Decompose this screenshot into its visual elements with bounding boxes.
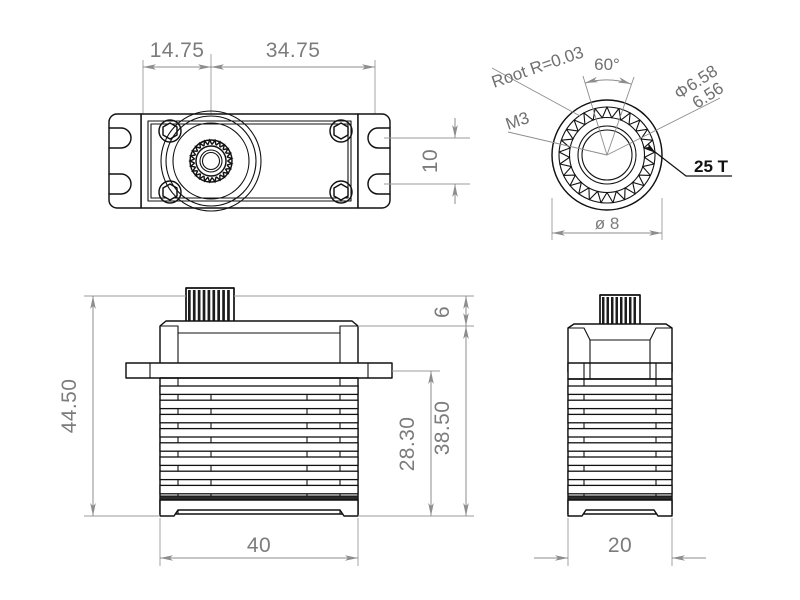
front-view-spline-shaft (185, 287, 235, 327)
output-spline-top (188, 138, 234, 184)
annotation-root-radius: Root R=0.03 (489, 43, 586, 92)
annotation-m3: M3 (503, 108, 532, 134)
side-view-mounting-flange (567, 362, 673, 380)
dimension-44-50: 44.50 (58, 379, 81, 434)
mounting-screw-bottom-left (158, 180, 182, 204)
side-view-spline-shaft (599, 294, 641, 329)
dimension-28-30: 28.30 (396, 417, 419, 472)
output-hub (160, 110, 262, 212)
front-view-overall-height-dimension: 44.50 (58, 295, 186, 517)
spline-diameter-dimension: ø 8 (551, 198, 663, 240)
annotation-teeth-group: 25 T (644, 142, 732, 177)
front-view-lower-case (159, 377, 359, 517)
front-view-spline-height-dimension: 6 (234, 295, 474, 327)
dimension-34-75: 34.75 (266, 39, 321, 62)
dimension-38-50: 38.50 (431, 401, 454, 456)
front-view-width-dimension: 40 (159, 518, 359, 566)
side-view-lower-case (567, 378, 673, 517)
annotation-60-degrees: 60° (594, 55, 620, 74)
front-view-group: 44.50 6 38.50 28.30 40 (58, 287, 474, 566)
dimension-40: 40 (247, 534, 271, 557)
spline-angle-annotation: 60° (582, 55, 635, 156)
mounting-screw-bottom-right (329, 180, 353, 204)
front-view-below-flange-dimension: 28.30 (392, 370, 440, 516)
front-view-case-height-dimension: 38.50 (358, 326, 474, 517)
annotation-25-teeth: 25 T (694, 157, 729, 176)
spline-detail-group: 60° Root R=0.03 M3 Φ 6.58 6.56 25 T (489, 43, 732, 240)
top-view-horizontal-dimensions: 14.75 34.75 (142, 39, 376, 150)
top-view-slot-dimension: 10 (384, 118, 470, 204)
dimension-14-75: 14.75 (150, 39, 205, 62)
top-view-housing (108, 110, 391, 212)
dimension-phi-8: ø 8 (595, 214, 620, 233)
side-view-group: 20 (534, 294, 706, 566)
mounting-screw-top-right (329, 119, 353, 143)
dimension-6: 6 (431, 306, 454, 318)
front-view-mounting-flange (125, 362, 393, 379)
top-view-group: 14.75 34.75 (108, 39, 470, 212)
annotation-root-radius-group: Root R=0.03 (489, 43, 586, 117)
dimension-10: 10 (419, 149, 442, 173)
side-view-depth-dimension: 20 (534, 518, 706, 566)
dimension-20: 20 (608, 534, 632, 557)
